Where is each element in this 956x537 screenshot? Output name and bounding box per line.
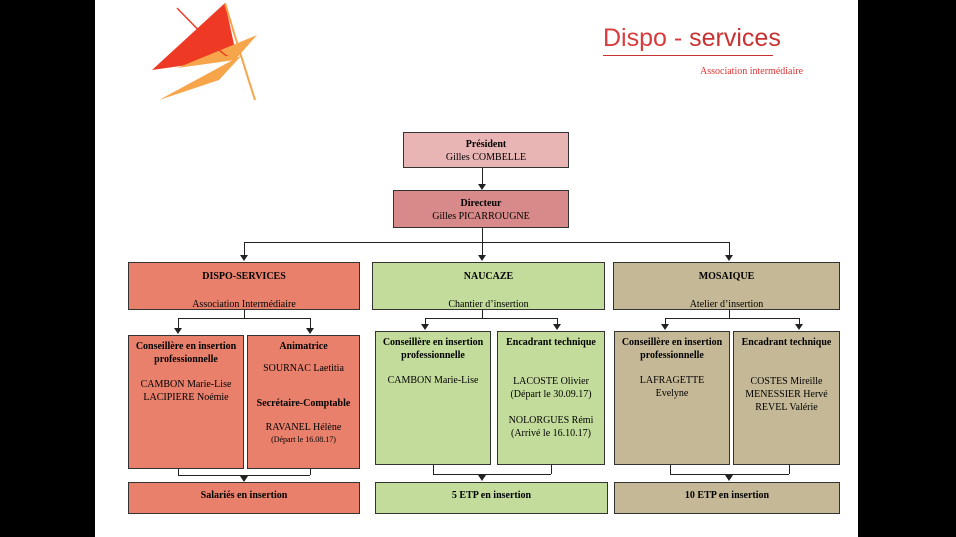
arrow-down-icon [421, 324, 429, 330]
footer-naucaze: 5 ETP en insertion [375, 482, 608, 514]
arrow-down-icon [478, 184, 486, 190]
arrow-down-icon [478, 475, 486, 481]
card-title: Encadrant technique [506, 337, 596, 348]
footer-dispo-services: Salariés en insertion [128, 482, 360, 514]
president-name: Gilles COMBELLE [445, 152, 527, 163]
arrow-down-icon [725, 255, 733, 261]
division-subtitle: Association Intermédiaire [192, 299, 296, 310]
arrow-down-icon [306, 328, 314, 334]
card-line: LACOSTE Olivier [513, 376, 589, 387]
card-line: LACIPIERE Noémie [143, 392, 229, 403]
directeur-title: Directeur [460, 198, 502, 209]
division-header-dispo-services: DISPO-SERVICES Association Intermédiaire [128, 262, 360, 310]
division-name: MOSAIQUE [698, 271, 755, 282]
card-line: COSTES Mireille [750, 376, 823, 387]
brand-name-part1: Dispo [603, 24, 667, 52]
card-encadrant-mosaique: Encadrant technique COSTES Mireille MENE… [733, 331, 840, 465]
division-header-naucaze: NAUCAZE Chantier d’insertion [372, 262, 605, 310]
card-line: REVEL Valérie [755, 402, 818, 413]
footer-mosaique: 10 ETP en insertion [614, 482, 840, 514]
arrow-down-icon [725, 475, 733, 481]
card-title: Conseillère en insertion professionnelle [382, 337, 484, 361]
card-line: CAMBON Marie-Lise [140, 379, 232, 390]
division-subtitle: Atelier d’insertion [689, 299, 764, 310]
card-title: Encadrant technique [741, 337, 832, 348]
brand-subtitle: Association intermédiaire [700, 66, 804, 77]
card-animatrice-dispo: Animatrice SOURNAC Laetitia Secrétaire-C… [247, 335, 360, 469]
card-conseillere-dispo: Conseillère en insertion professionnelle… [128, 335, 244, 469]
card-line: LAFRAGETTE [639, 375, 705, 386]
brand-underline [603, 55, 773, 56]
brand-name-dash: - [666, 24, 690, 52]
division-header-mosaique: MOSAIQUE Atelier d’insertion [613, 262, 840, 310]
card-conseillere-naucaze: Conseillère en insertion professionnelle… [375, 331, 491, 465]
card-line: (Arrivé le 16.10.17) [511, 428, 591, 439]
card-line: NOLORGUES Rémi [508, 415, 594, 426]
arrow-down-icon [661, 324, 669, 330]
division-name: DISPO-SERVICES [202, 271, 286, 282]
card-line: CAMBON Marie-Lise [387, 375, 479, 386]
arrow-down-icon [553, 324, 561, 330]
card-encadrant-naucaze: Encadrant technique LACOSTE Olivier (Dép… [497, 331, 605, 465]
card-title: Animatrice [279, 341, 328, 352]
footer-label: 10 ETP en insertion [684, 490, 770, 501]
division-subtitle: Chantier d’insertion [448, 299, 529, 310]
card-line: SOURNAC Laetitia [263, 363, 344, 374]
org-chart-page: Dispo - services Association intermédiai… [95, 0, 858, 537]
card-line: Evelyne [655, 388, 689, 399]
card-conseillere-mosaique: Conseillère en insertion professionnelle… [614, 331, 730, 465]
card-note: (Départ le 16.08.17) [271, 435, 336, 444]
footer-label: 5 ETP en insertion [451, 490, 532, 501]
president-box: Président Gilles COMBELLE [403, 132, 569, 168]
president-title: Président [465, 139, 507, 150]
arrow-down-icon [240, 255, 248, 261]
directeur-box: Directeur Gilles PICARROUGNE [393, 190, 569, 228]
arrow-down-icon [795, 324, 803, 330]
arrow-down-icon [174, 328, 182, 334]
brand-name-part2: services [689, 24, 781, 52]
directeur-name: Gilles PICARROUGNE [432, 211, 530, 222]
brand-name: Dispo - services [603, 24, 781, 53]
arrow-down-icon [478, 255, 486, 261]
card-line: RAVANEL Hélène [265, 422, 342, 433]
card-title: Conseillère en insertion professionnelle [135, 341, 237, 365]
card-title: Conseillère en insertion professionnelle [621, 337, 723, 361]
card-title-2: Secrétaire-Comptable [256, 398, 351, 409]
card-line: (Départ le 30.09.17) [510, 389, 592, 400]
card-line: MENESSIER Hervé [745, 389, 828, 400]
division-name: NAUCAZE [463, 271, 514, 282]
arrow-down-icon [240, 476, 248, 482]
sail-logo-icon [152, 2, 257, 101]
footer-label: Salariés en insertion [200, 490, 288, 501]
